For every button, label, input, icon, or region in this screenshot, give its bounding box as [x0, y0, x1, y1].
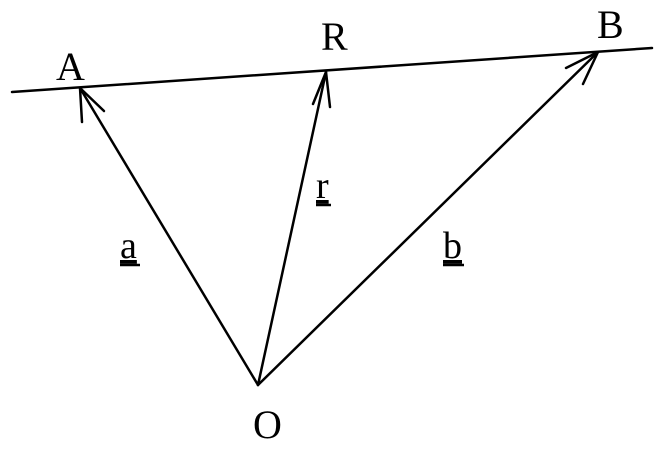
point-a-label: A	[56, 44, 85, 89]
vector-b-line	[256, 50, 600, 387]
line-through-a-b	[10, 46, 654, 94]
vector-r-label: r	[316, 165, 329, 207]
point-o-label: O	[253, 402, 282, 447]
vector-a-arrowhead	[78, 86, 106, 124]
vector-b-arrowhead	[564, 50, 600, 86]
vector-r-line	[256, 70, 328, 387]
vector-b-label: b	[443, 225, 462, 267]
vector-r-arrowhead	[311, 70, 332, 109]
point-r-label: R	[321, 14, 348, 59]
point-b-label: B	[597, 2, 624, 47]
vector-a-line	[78, 86, 260, 387]
vector-a-label: a	[120, 225, 137, 267]
